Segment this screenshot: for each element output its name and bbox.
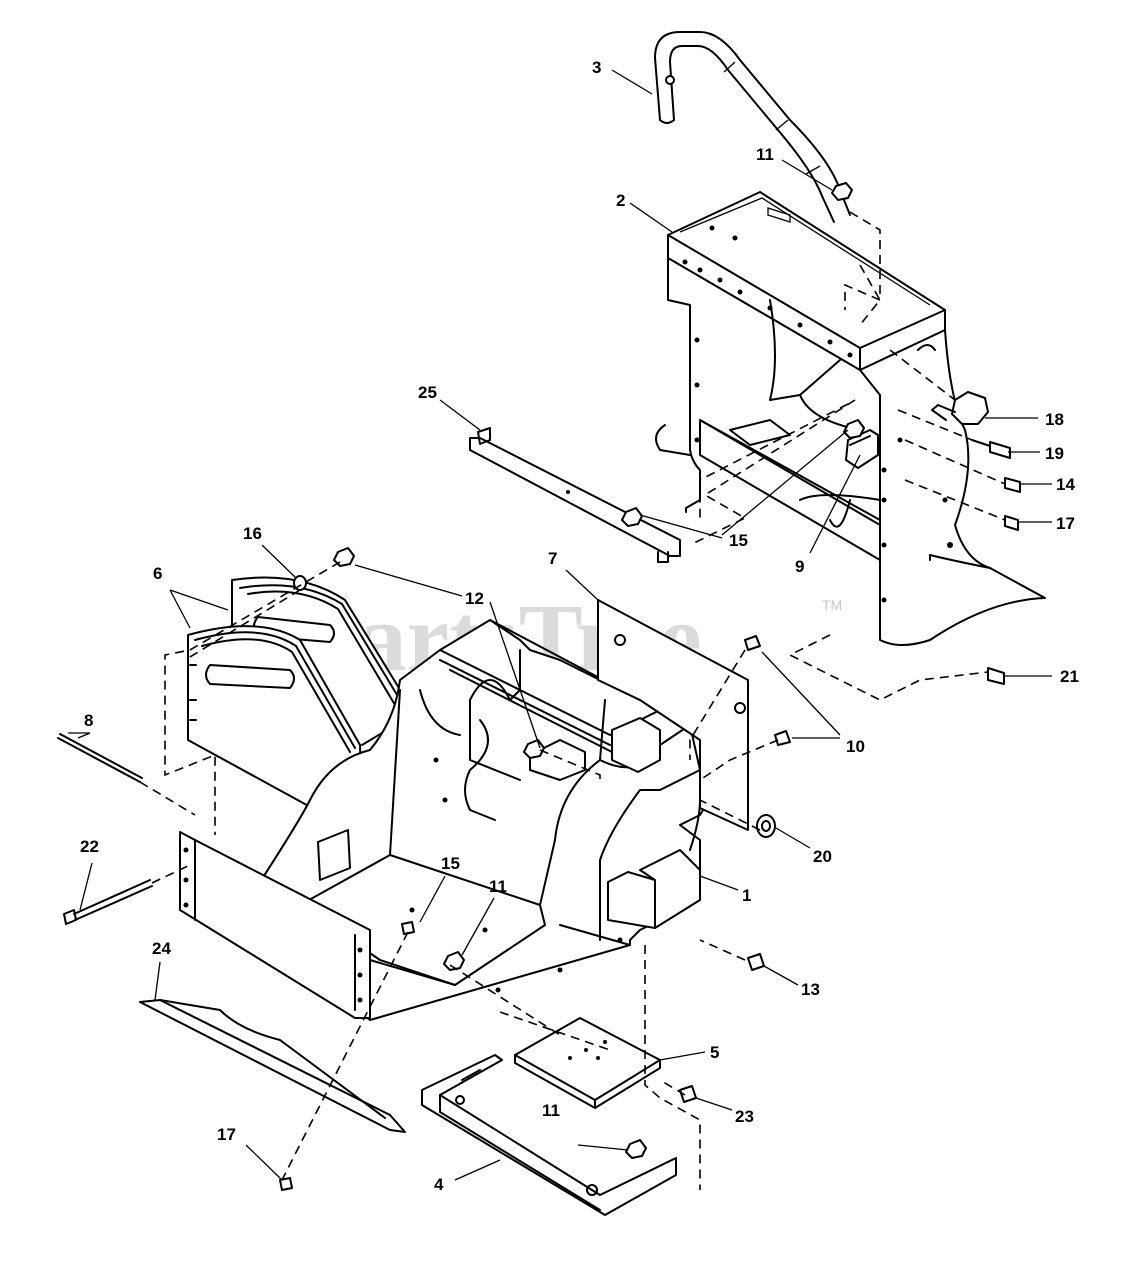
part-17-bolt-lower — [279, 1177, 293, 1191]
part-5-plate — [514, 1017, 661, 1109]
callout-15-lower: 15 — [441, 854, 460, 873]
part-14-bolt — [1004, 477, 1021, 493]
callout-9: 9 — [795, 557, 804, 576]
callout-6: 6 — [153, 564, 162, 583]
callout-17-lower: 17 — [217, 1125, 236, 1144]
part-15-nut-frame — [843, 419, 865, 439]
part-21-bolt — [987, 667, 1005, 685]
assembly-lines — [139, 211, 1006, 1190]
part-15-spacer-lower — [401, 921, 415, 935]
callout-25: 25 — [418, 383, 437, 402]
callout-11-lower: 11 — [542, 1101, 560, 1120]
callout-21: 21 — [1060, 667, 1079, 686]
callout-11-middle: 11 — [489, 877, 507, 896]
callout-4: 4 — [434, 1175, 444, 1194]
callout-20: 20 — [813, 847, 832, 866]
callout-14: 14 — [1056, 475, 1075, 494]
callout-17: 17 — [1056, 514, 1075, 533]
part-11-nut-lower — [625, 1139, 647, 1159]
part-25-bracket — [469, 427, 681, 563]
part-20-grommet — [756, 814, 776, 838]
callout-19: 19 — [1045, 444, 1064, 463]
callout-3: 3 — [592, 58, 601, 77]
callout-13: 13 — [801, 980, 820, 999]
callout-18: 18 — [1045, 410, 1064, 429]
callout-7: 7 — [548, 549, 557, 568]
part-11-nut-middle — [443, 951, 465, 971]
part-8-rod — [57, 737, 141, 783]
part-4-base-bracket — [421, 1054, 677, 1216]
leader-lines — [68, 69, 1052, 1181]
callout-8: 8 — [84, 711, 93, 730]
part-12-nut — [333, 547, 355, 567]
callout-15: 15 — [729, 531, 748, 550]
part-24-skirt — [139, 999, 406, 1133]
callout-5: 5 — [710, 1043, 719, 1062]
part-10-bolt-lower — [774, 730, 791, 746]
callout-10: 10 — [846, 737, 865, 756]
callout-labels: 3 11 2 25 18 19 14 17 15 9 16 6 12 7 21 … — [80, 58, 1079, 1194]
callout-16: 16 — [243, 524, 262, 543]
part-18-knob — [951, 391, 989, 425]
part-22-bolt — [63, 909, 77, 925]
part-9-clip — [845, 429, 879, 469]
part-13-bolt — [747, 953, 765, 971]
callout-2: 2 — [616, 191, 625, 210]
callout-11: 11 — [756, 145, 774, 164]
callout-24: 24 — [152, 939, 171, 958]
part-17-bolt-right — [1004, 515, 1019, 531]
callout-12: 12 — [465, 589, 484, 608]
part-10-bolt-upper — [744, 635, 761, 651]
hardware-parts — [57, 182, 1021, 1191]
part-1-front-panel — [179, 831, 371, 1019]
watermark-trademark: TM — [822, 597, 842, 613]
part-11-nut-top — [831, 182, 853, 201]
part-19-bolt — [989, 441, 1011, 459]
part-2-upper-frame — [655, 191, 1046, 646]
part-6-weights — [187, 576, 413, 827]
part-15-nut-bracket — [621, 507, 643, 527]
callout-23: 23 — [735, 1107, 754, 1126]
callout-22: 22 — [80, 837, 99, 856]
part-3-handle — [654, 31, 851, 223]
callout-1: 1 — [742, 886, 751, 905]
